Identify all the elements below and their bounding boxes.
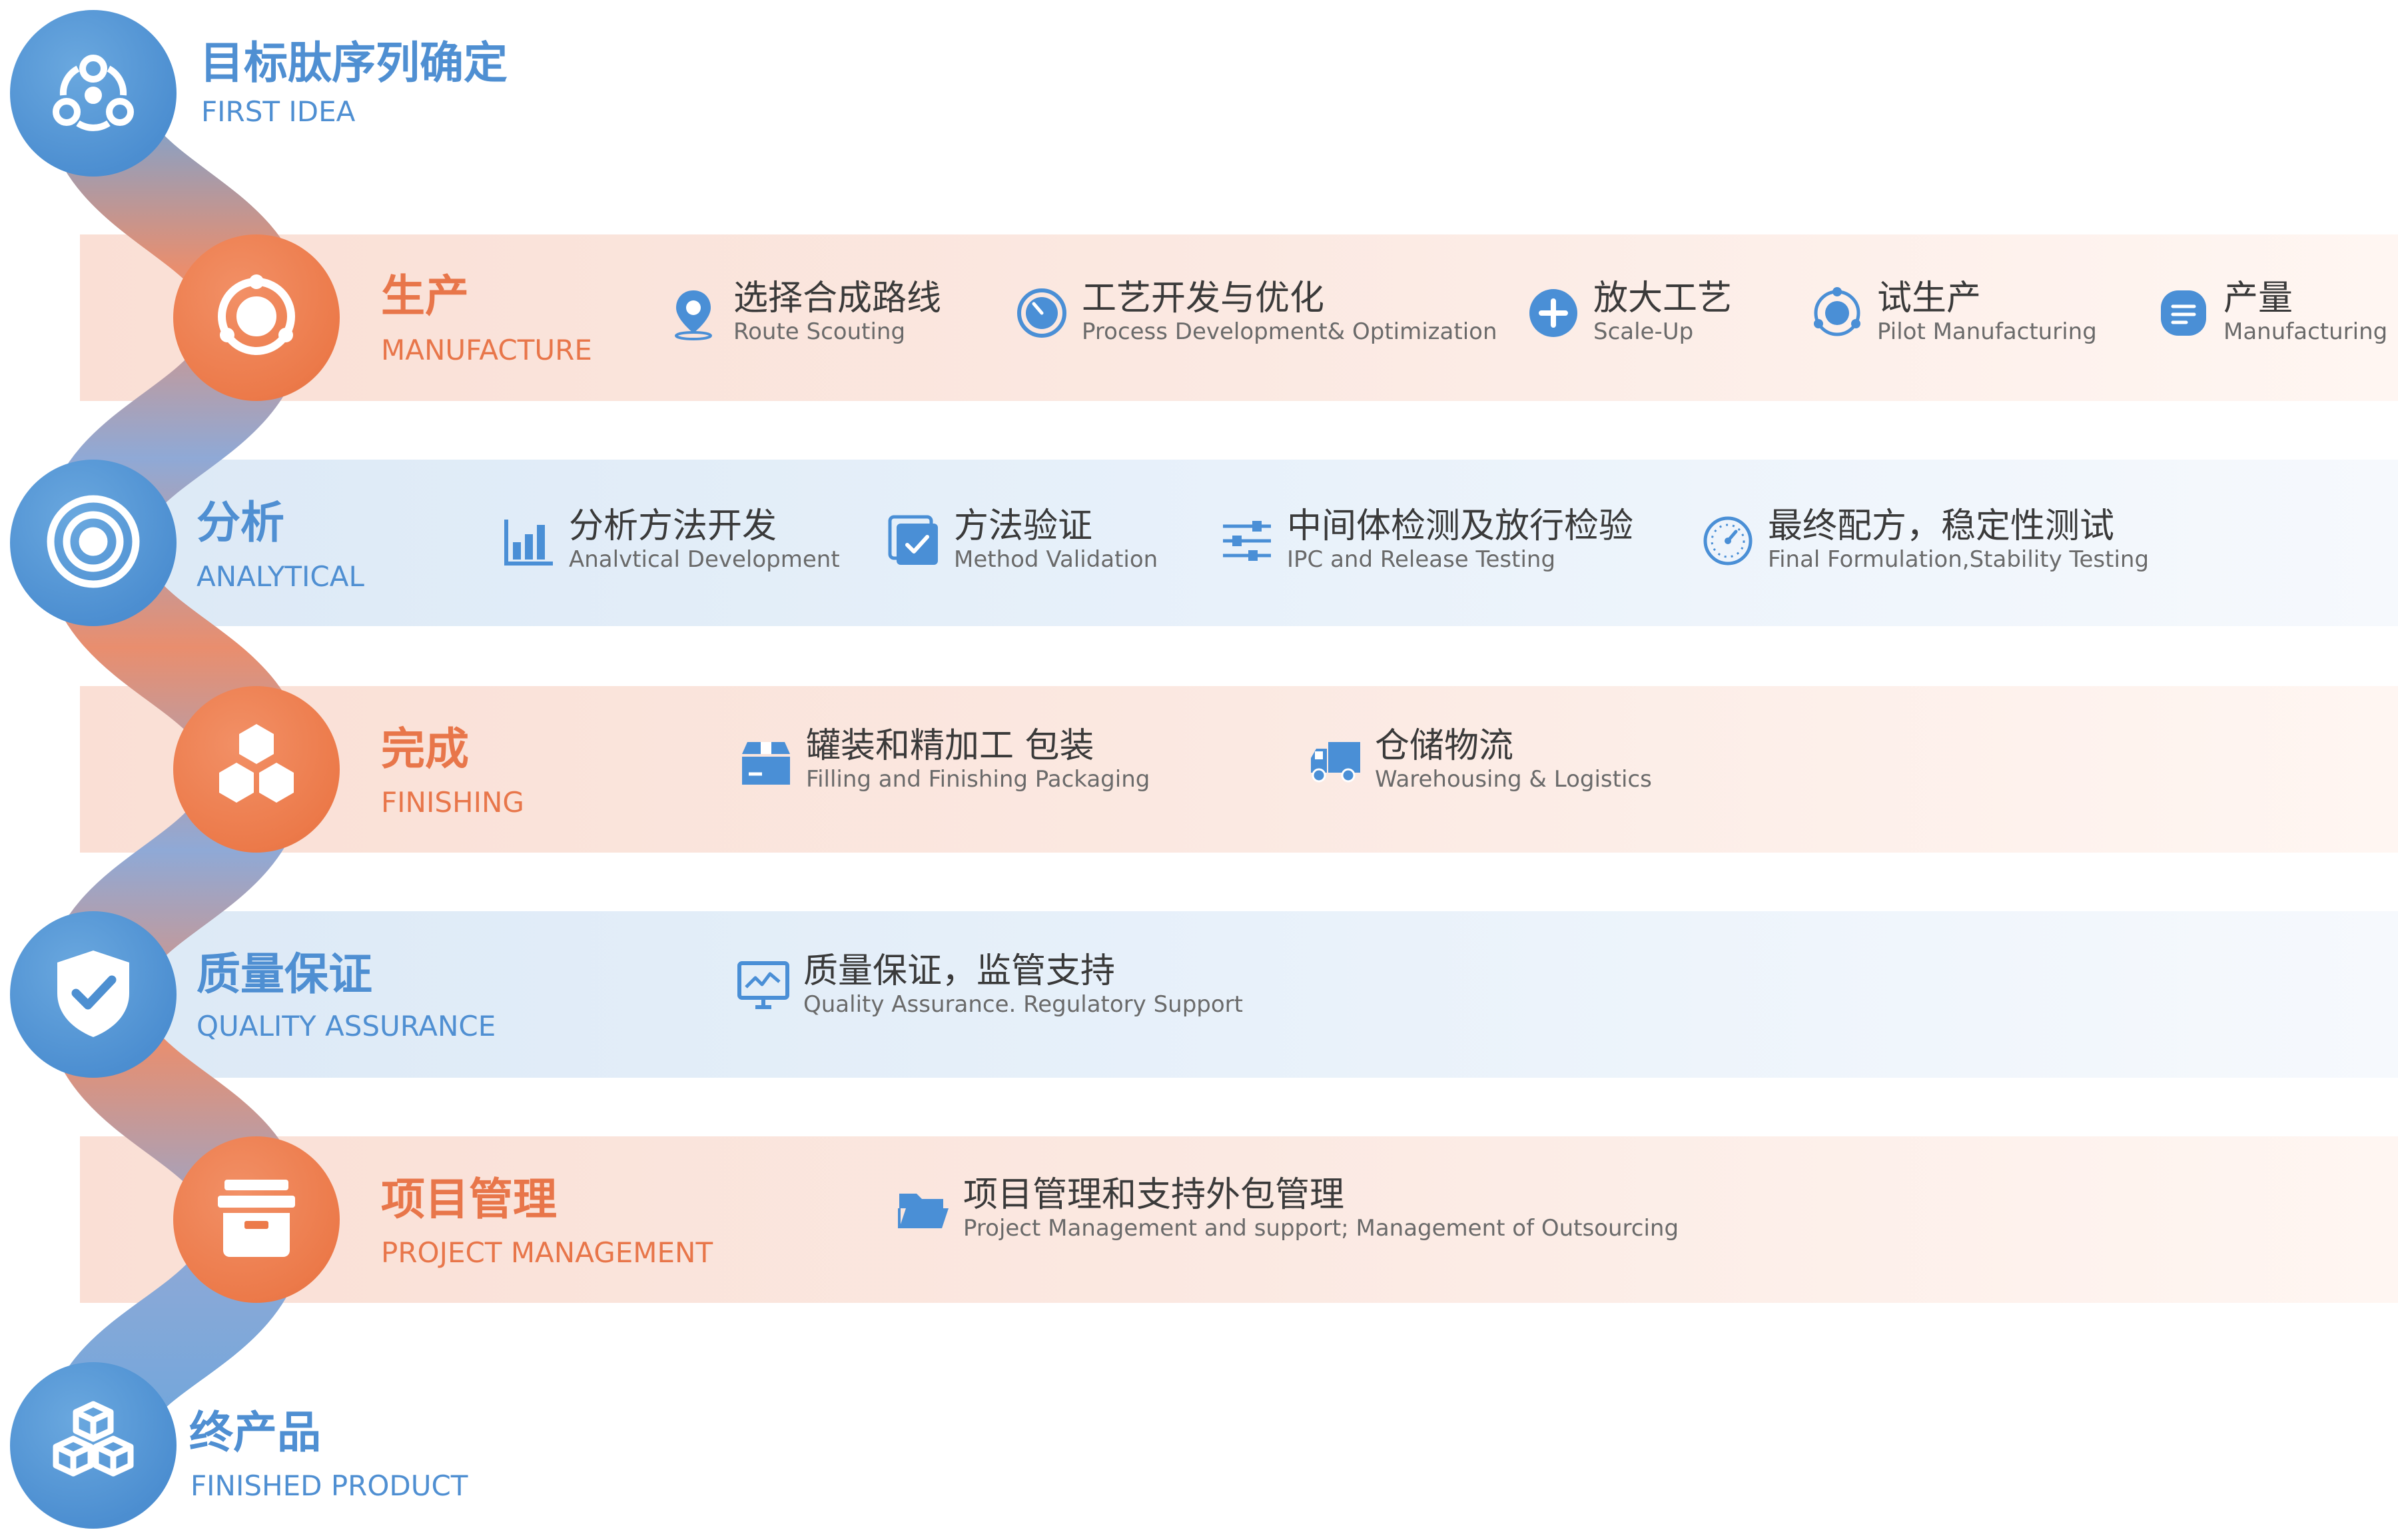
- item-label-en: Scale-Up: [1593, 318, 1694, 346]
- archive-box-icon: [203, 1165, 310, 1274]
- band-quality: [80, 911, 2398, 1078]
- item-label-en: Analvtical Development: [569, 546, 840, 574]
- atom-icon: [1806, 282, 1868, 344]
- stage-project-title: 项目管理: [381, 1174, 557, 1225]
- stage-finishing-subtitle: FINISHING: [381, 786, 524, 819]
- stage-analytical-circle: [10, 460, 177, 626]
- item-label-en: IPC and Release Testing: [1287, 546, 1556, 574]
- item-label-en: Method Validation: [954, 546, 1158, 574]
- checkbox-icon: [883, 510, 945, 572]
- box-icon: [735, 730, 797, 791]
- analytical-item-method-validation: 方法验证 Method Validation: [883, 506, 1158, 574]
- stage-finished-circle: [10, 1362, 177, 1529]
- item-label-en: Warehousing & Logistics: [1375, 766, 1652, 793]
- item-label-zh: 分析方法开发: [569, 506, 777, 546]
- target-icon: [40, 488, 147, 597]
- stage-first-idea-subtitle: FIRST IDEA: [201, 95, 356, 128]
- band-manufacture: [80, 234, 2398, 401]
- stage-manufacture-title: 生产: [381, 270, 469, 322]
- dial-icon: [1697, 510, 1759, 572]
- item-label-zh: 项目管理和支持外包管理: [963, 1175, 1345, 1215]
- item-label-zh: 方法验证: [954, 506, 1093, 546]
- band-finishing: [80, 686, 2398, 853]
- plus-circle-icon: [1523, 282, 1584, 344]
- item-label-en: Final Formulation,Stability Testing: [1768, 546, 2150, 574]
- gauge-icon: [1011, 282, 1072, 344]
- item-label-en: Route Scouting: [733, 318, 906, 346]
- folder-icon: [893, 1179, 954, 1240]
- bar-chart-icon: [498, 510, 560, 572]
- item-label-zh: 罐装和精加工 包装: [806, 726, 1094, 766]
- analytical-item-ipc-release: 中间体检测及放行检验 IPC and Release Testing: [1216, 506, 1634, 574]
- manufacture-item-route-scouting: 选择合成路线 Route Scouting: [663, 278, 942, 346]
- item-label-zh: 最终配方，稳定性测试: [1768, 506, 2115, 546]
- hexagons-icon: [203, 715, 310, 824]
- item-label-zh: 试生产: [1877, 278, 1982, 318]
- analytical-item-final-formulation: 最终配方，稳定性测试 Final Formulation,Stability T…: [1697, 506, 2150, 574]
- item-label-zh: 仓储物流: [1375, 726, 1514, 766]
- monitor-chart-icon: [733, 955, 794, 1016]
- stage-manufacture-circle: [173, 234, 340, 401]
- stage-finished-subtitle: FINISHED PRODUCT: [191, 1469, 468, 1502]
- stage-quality-title: 质量保证: [197, 949, 372, 1000]
- truck-icon: [1304, 730, 1366, 791]
- stage-first-idea-circle: [10, 10, 177, 177]
- manufacture-item-pilot: 试生产 Pilot Manufacturing: [1806, 278, 2097, 346]
- manufacture-item-manufacturing: 产量 Manufacturing: [2153, 278, 2388, 346]
- shield-check-icon: [40, 940, 147, 1049]
- stage-finished-title: 终产品: [189, 1407, 321, 1458]
- stage-finishing-circle: [173, 686, 340, 853]
- stage-quality-subtitle: QUALITY ASSURANCE: [197, 1010, 496, 1042]
- stage-project-circle: [173, 1136, 340, 1303]
- manufacture-item-process-development: 工艺开发与优化 Process Development& Optimizatio…: [1011, 278, 1497, 346]
- analytical-item-method-development: 分析方法开发 Analvtical Development: [498, 506, 840, 574]
- item-label-en: Pilot Manufacturing: [1877, 318, 2097, 346]
- document-icon: [2153, 282, 2214, 344]
- stage-analytical-title: 分析: [197, 497, 284, 548]
- item-label-zh: 质量保证，监管支持: [803, 951, 1116, 991]
- finishing-item-warehousing: 仓储物流 Warehousing & Logistics: [1304, 727, 1652, 794]
- stage-project-subtitle: PROJECT MANAGEMENT: [381, 1236, 713, 1269]
- item-label-en: Quality Assurance. Regulatory Support: [803, 991, 1243, 1018]
- finishing-item-filling-packaging: 罐装和精加工 包装 Filling and Finishing Packagin…: [735, 727, 1150, 794]
- manufacture-item-scale-up: 放大工艺 Scale-Up: [1523, 278, 1733, 346]
- stage-analytical-subtitle: ANALYTICAL: [197, 560, 364, 593]
- stage-manufacture-subtitle: MANUFACTURE: [381, 334, 592, 366]
- stage-first-idea-title: 目标肽序列确定: [200, 37, 508, 89]
- item-label-en: Process Development& Optimization: [1082, 318, 1497, 346]
- project-item-outsourcing: 项目管理和支持外包管理 Project Management and suppo…: [893, 1176, 1679, 1243]
- item-label-zh: 产量: [2223, 278, 2293, 318]
- orbit-icon: [203, 263, 310, 372]
- item-label-zh: 选择合成路线: [733, 278, 942, 318]
- item-label-zh: 中间体检测及放行检验: [1287, 506, 1634, 546]
- item-label-en: Filling and Finishing Packaging: [806, 766, 1150, 793]
- sliders-icon: [1216, 510, 1278, 572]
- item-label-en: Project Management and support; Manageme…: [963, 1215, 1679, 1242]
- molecule-icon: [43, 42, 143, 145]
- cubes-icon: [40, 1391, 147, 1500]
- stage-finishing-title: 完成: [381, 723, 469, 775]
- item-label-zh: 工艺开发与优化: [1082, 278, 1325, 318]
- quality-item-regulatory-support: 质量保证，监管支持 Quality Assurance. Regulatory …: [733, 951, 1243, 1019]
- location-pin-icon: [663, 282, 724, 344]
- stage-quality-circle: [10, 911, 177, 1078]
- item-label-zh: 放大工艺: [1593, 278, 1733, 318]
- band-project: [80, 1136, 2398, 1303]
- item-label-en: Manufacturing: [2223, 318, 2388, 346]
